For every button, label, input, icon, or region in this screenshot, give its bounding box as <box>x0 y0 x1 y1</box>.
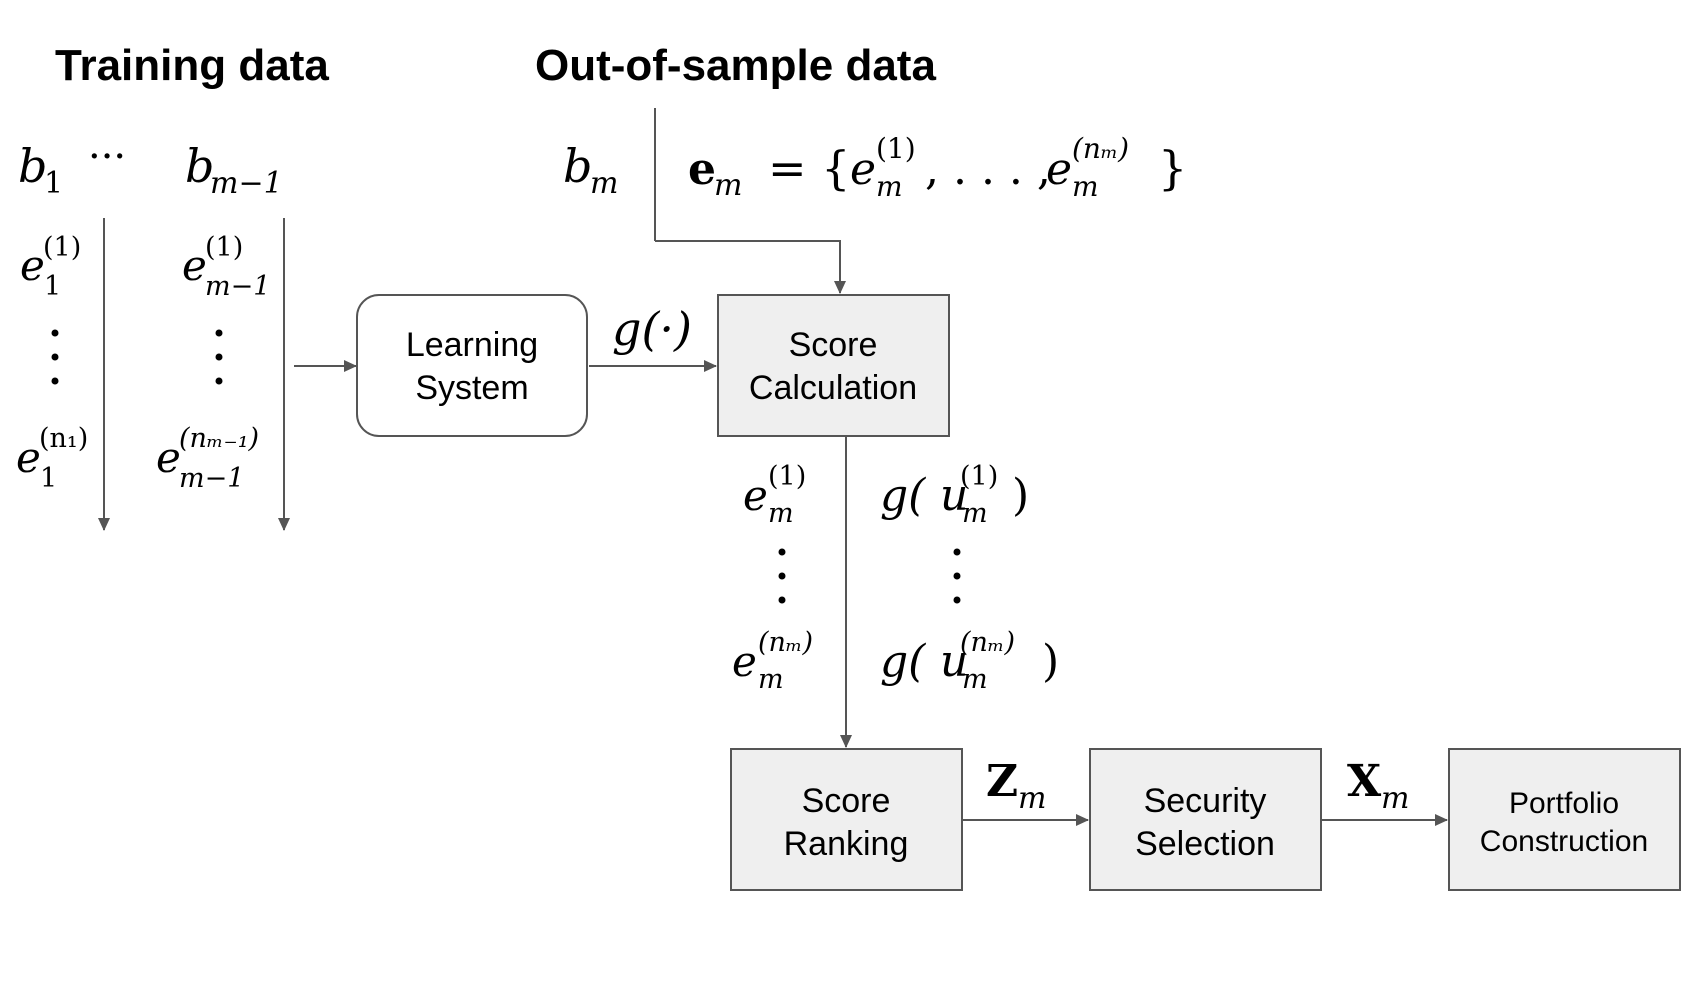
svg-text:e: e <box>20 241 45 290</box>
g-function-label: g(·) <box>612 302 692 356</box>
svg-text:m: m <box>1072 170 1099 203</box>
svg-text:1: 1 <box>44 271 61 302</box>
svg-text:e: e <box>156 433 181 482</box>
svg-text:(nₘ): (nₘ) <box>1072 132 1129 165</box>
portfolio-construction-box: Portfolio Construction <box>1448 748 1681 891</box>
svg-text:m: m <box>1018 781 1046 816</box>
svg-text:e: e <box>743 471 768 520</box>
svg-text:(n₁): (n₁) <box>39 423 88 454</box>
svg-text:(1): (1) <box>205 232 243 263</box>
svg-text:e: e <box>16 433 41 482</box>
score-calculation-box: Score Calculation <box>717 294 950 437</box>
svg-text:m: m <box>714 168 742 203</box>
score-ranking-box: Score Ranking <box>730 748 963 891</box>
svg-text:(1): (1) <box>876 132 916 165</box>
svg-text:Selection: Selection <box>1135 825 1275 863</box>
svg-text:(1): (1) <box>768 461 806 492</box>
em-vdots <box>778 548 786 604</box>
svg-text:b: b <box>185 139 214 193</box>
svg-text:m: m <box>876 170 903 203</box>
svg-text:Z: Z <box>986 756 1018 807</box>
svg-text:e: e <box>850 144 876 195</box>
svg-text:(1): (1) <box>960 461 998 492</box>
g-um-first: g( u (1) m ) <box>880 461 1029 529</box>
em1-vdots <box>215 329 223 385</box>
svg-text:1: 1 <box>40 463 57 494</box>
svg-text:m−1: m−1 <box>205 271 270 302</box>
e1-vdots <box>51 329 59 385</box>
bm-label: b m <box>563 139 618 201</box>
svg-text:(nₘ₋₁): (nₘ₋₁) <box>179 423 259 454</box>
z-m-label: Z m <box>986 756 1046 816</box>
svg-text:(1): (1) <box>43 232 81 263</box>
svg-text:Security: Security <box>1144 782 1267 820</box>
svg-text:m−1: m−1 <box>179 463 244 494</box>
svg-text:Ranking: Ranking <box>784 825 909 863</box>
x-m-label: X m <box>1347 756 1409 816</box>
svg-text:System: System <box>415 369 528 407</box>
svg-text:(nₘ): (nₘ) <box>758 627 813 658</box>
ellipsis-h: ··· <box>88 134 126 180</box>
svg-text:, . . . ,: , . . . , <box>925 144 1051 195</box>
em-first: e (1) m <box>743 461 806 529</box>
oos-to-score-arrow <box>655 240 846 294</box>
em-last: e (nₘ) m <box>732 627 813 695</box>
svg-text:e: e <box>688 144 716 195</box>
g-um-last: g( u (nₘ) m ) <box>880 627 1059 695</box>
em-set-label: e m = { e (1) m , . . . , e (nₘ) m } <box>688 132 1187 203</box>
svg-text:m: m <box>768 498 794 529</box>
svg-text:X: X <box>1347 756 1382 807</box>
svg-text:e: e <box>182 241 207 290</box>
svg-text:g(: g( <box>880 470 926 521</box>
svg-text:m: m <box>962 498 988 529</box>
svg-text:}: } <box>1158 141 1187 195</box>
svg-text:m: m <box>590 166 618 201</box>
svg-text:u: u <box>940 470 968 521</box>
em1-last: e (nₘ₋₁) m−1 <box>156 423 259 494</box>
svg-text:m: m <box>962 664 988 695</box>
svg-text:e: e <box>732 637 757 686</box>
svg-text:(nₘ): (nₘ) <box>960 627 1015 658</box>
svg-text:b: b <box>18 139 47 193</box>
training-data-header: Training data <box>55 41 329 90</box>
out-of-sample-header: Out-of-sample data <box>535 41 936 90</box>
svg-text:1: 1 <box>44 166 63 201</box>
svg-text:): ) <box>1042 636 1059 687</box>
svg-text:u: u <box>940 636 968 687</box>
learning-system-box: Learning System <box>356 294 588 437</box>
e1-last: e (n₁) 1 <box>16 423 88 494</box>
svg-text:Calculation: Calculation <box>749 369 917 407</box>
svg-text:= {: = { <box>768 141 850 195</box>
e1-first: e (1) 1 <box>20 232 81 302</box>
b1-label: b 1 <box>18 139 63 201</box>
security-selection-box: Security Selection <box>1089 748 1322 891</box>
svg-text:Construction: Construction <box>1480 825 1648 858</box>
svg-text:m: m <box>758 664 784 695</box>
svg-text:Learning: Learning <box>406 326 538 364</box>
g-um-vdots <box>953 548 961 604</box>
svg-text:Portfolio: Portfolio <box>1509 787 1619 820</box>
svg-text:g(: g( <box>880 636 926 687</box>
svg-text:m−1: m−1 <box>210 166 283 201</box>
svg-text:e: e <box>1046 144 1072 195</box>
svg-text:Score: Score <box>789 326 878 364</box>
svg-text:b: b <box>563 139 592 193</box>
svg-text:): ) <box>1012 470 1029 521</box>
svg-text:Score: Score <box>802 782 891 820</box>
svg-text:m: m <box>1381 781 1409 816</box>
bm1-label: b m−1 <box>185 139 283 201</box>
em1-first: e (1) m−1 <box>182 232 270 302</box>
